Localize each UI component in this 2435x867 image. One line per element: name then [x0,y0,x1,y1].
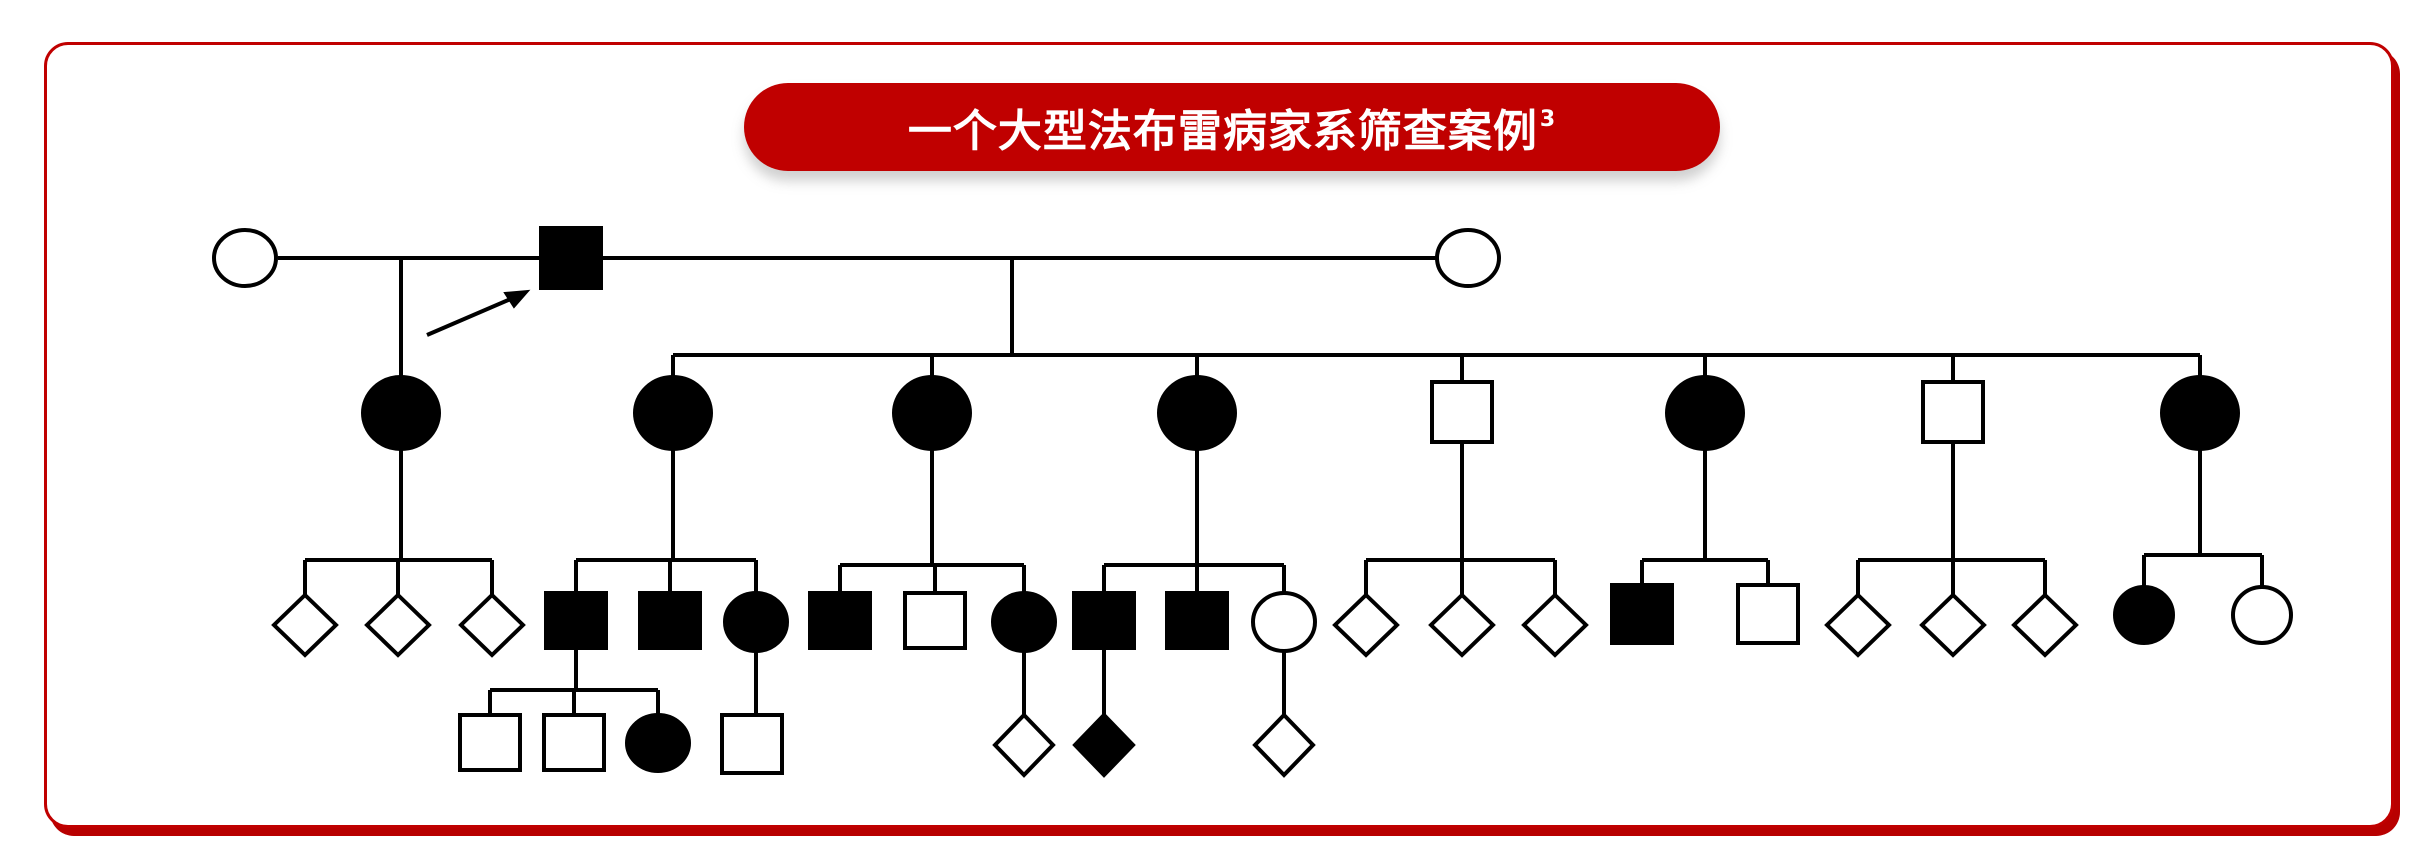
female-unaffected [1251,591,1317,653]
female-affected [723,591,789,653]
female-affected [633,375,713,451]
female-affected [1157,375,1237,451]
diamond-unaffected [992,712,1056,778]
male-affected [638,591,702,650]
female-affected [892,375,972,451]
diamond-unaffected [1824,592,1892,658]
female-unaffected [212,228,278,288]
generation-4 [458,688,1316,778]
male-unaffected [1736,583,1800,645]
male-unaffected [542,713,606,772]
diamond-unaffected [1521,592,1589,658]
diamond-unaffected [1252,712,1316,778]
female-affected [2160,375,2240,451]
female-affected [625,713,691,773]
male-affected-proband [539,226,603,290]
male-unaffected [1430,380,1494,444]
diamond-unaffected [271,592,339,658]
male-affected [808,591,872,650]
page-title: 一个大型法布雷病家系筛查案例 [907,106,1538,157]
diamond-unaffected [1428,592,1496,658]
diamond-unaffected [2011,592,2079,658]
proband-arrow [426,293,521,337]
male-affected [1072,591,1136,650]
male-affected [544,591,608,650]
female-unaffected [1435,228,1501,288]
female-affected [2113,585,2175,645]
proband-arrow-head [503,289,531,309]
diamond-unaffected [458,592,526,658]
female-affected [991,591,1057,653]
male-unaffected [458,713,522,772]
generation-1 [212,226,1501,378]
female-affected [361,375,441,451]
male-affected [1165,591,1229,650]
diamond-unaffected [364,592,432,658]
male-unaffected [720,713,784,775]
generation-2 [361,353,2240,565]
diamond-unaffected [1332,592,1400,658]
male-unaffected [1921,380,1985,444]
female-affected [1665,375,1745,451]
male-affected [1610,583,1674,645]
diamond-unaffected [1919,592,1987,658]
female-unaffected [2231,585,2293,645]
male-unaffected [903,591,967,650]
generation-3 [271,553,2293,715]
title-footnote-marker: 3 [1539,106,1557,132]
diamond-affected [1072,712,1136,778]
